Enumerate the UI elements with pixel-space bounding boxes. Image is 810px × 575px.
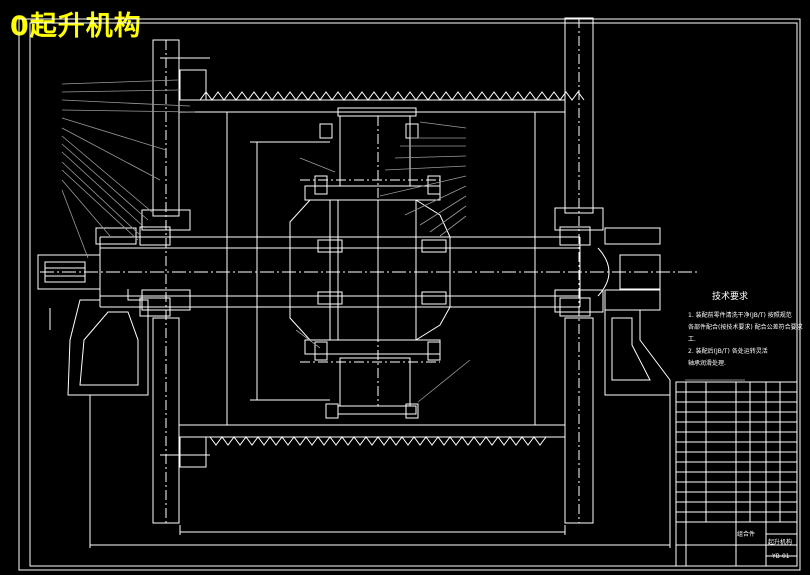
dimensions bbox=[49, 141, 671, 548]
left-pedestal bbox=[67, 227, 149, 396]
inner-frame bbox=[29, 22, 798, 567]
gear-hub bbox=[289, 107, 451, 415]
main-shaft bbox=[37, 236, 700, 308]
title-block-code: YB-01 bbox=[772, 553, 790, 560]
technical-note: 轴承润滑处理. bbox=[688, 360, 726, 367]
title-block bbox=[675, 381, 798, 567]
title-block-assembly: 组合件 bbox=[737, 531, 756, 538]
left-flange bbox=[141, 39, 191, 524]
right-flange bbox=[554, 17, 604, 524]
technical-note: 1. 装配前零件清洗干净(JB/T) 按照规范 bbox=[688, 312, 792, 319]
drawing-title: 0起升机构 bbox=[10, 11, 142, 42]
technical-note: 工. bbox=[688, 336, 696, 343]
rope-grooves-top bbox=[199, 91, 585, 101]
technical-requirements-heading: 技术要求 bbox=[712, 292, 749, 302]
title-block-name: 起升机构 bbox=[768, 539, 793, 546]
right-pedestal bbox=[597, 227, 671, 396]
leader-lines bbox=[61, 79, 471, 403]
technical-note: 各部件配合(按技术要求) 配合公差符合要求 bbox=[688, 324, 803, 331]
bearings bbox=[139, 226, 591, 317]
rope-grooves-bottom bbox=[209, 436, 547, 446]
outer-frame bbox=[18, 18, 801, 571]
drum-shell bbox=[179, 99, 565, 438]
technical-note: 2. 装配后(JB/T) 各处运转灵活 bbox=[688, 348, 768, 355]
